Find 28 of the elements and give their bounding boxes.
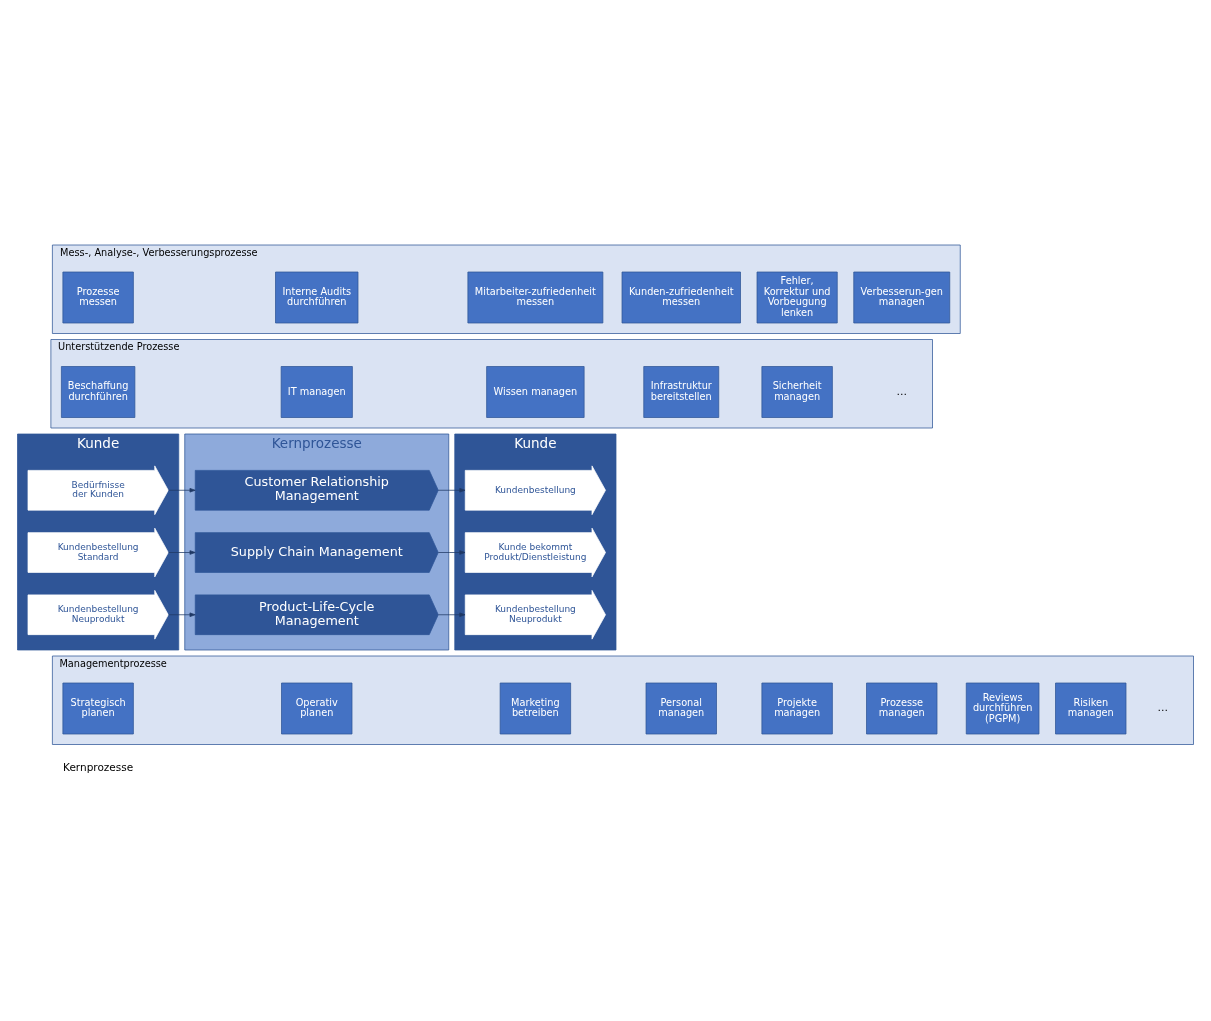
- node-box: Strategisch planen: [62, 682, 134, 735]
- node-box: Sicherheit managen: [761, 366, 833, 418]
- label: …: [896, 384, 907, 397]
- label: Kernprozesse: [63, 761, 134, 774]
- node-box: Verbesserun-gen managen: [853, 271, 951, 324]
- node-box: Mitarbeiter-zufriedenheit messen: [467, 271, 604, 324]
- node-box: IT managen: [280, 366, 353, 418]
- node-box: Prozesse managen: [866, 682, 938, 735]
- node-box: Fehler, Korrektur und Vorbeugung lenken: [756, 271, 838, 324]
- arrow: [438, 550, 466, 555]
- arrow: [438, 488, 466, 493]
- node-box: Risiken managen: [1055, 682, 1127, 735]
- node-box: Interne Audits durchführen: [275, 271, 359, 324]
- node-box: Wissen managen: [486, 366, 585, 418]
- arrow: [168, 550, 196, 555]
- node-box: Projekte managen: [761, 682, 833, 735]
- arrow: [168, 612, 196, 617]
- node-box: Kunden-zufriedenheit messen: [621, 271, 741, 324]
- node-box: Reviews durchführen (PGPM): [965, 682, 1040, 735]
- node-box: Infrastruktur bereitstellen: [643, 366, 720, 418]
- arrow: [438, 612, 466, 617]
- node-box: Beschaffung durchführen: [61, 366, 136, 418]
- label: …: [1157, 701, 1168, 714]
- node-box: Marketing betreiben: [499, 682, 571, 735]
- node-box: Operativ planen: [281, 682, 353, 735]
- arrow: [168, 488, 196, 493]
- node-box: Personal managen: [645, 682, 717, 735]
- node-box: Prozesse messen: [62, 271, 134, 324]
